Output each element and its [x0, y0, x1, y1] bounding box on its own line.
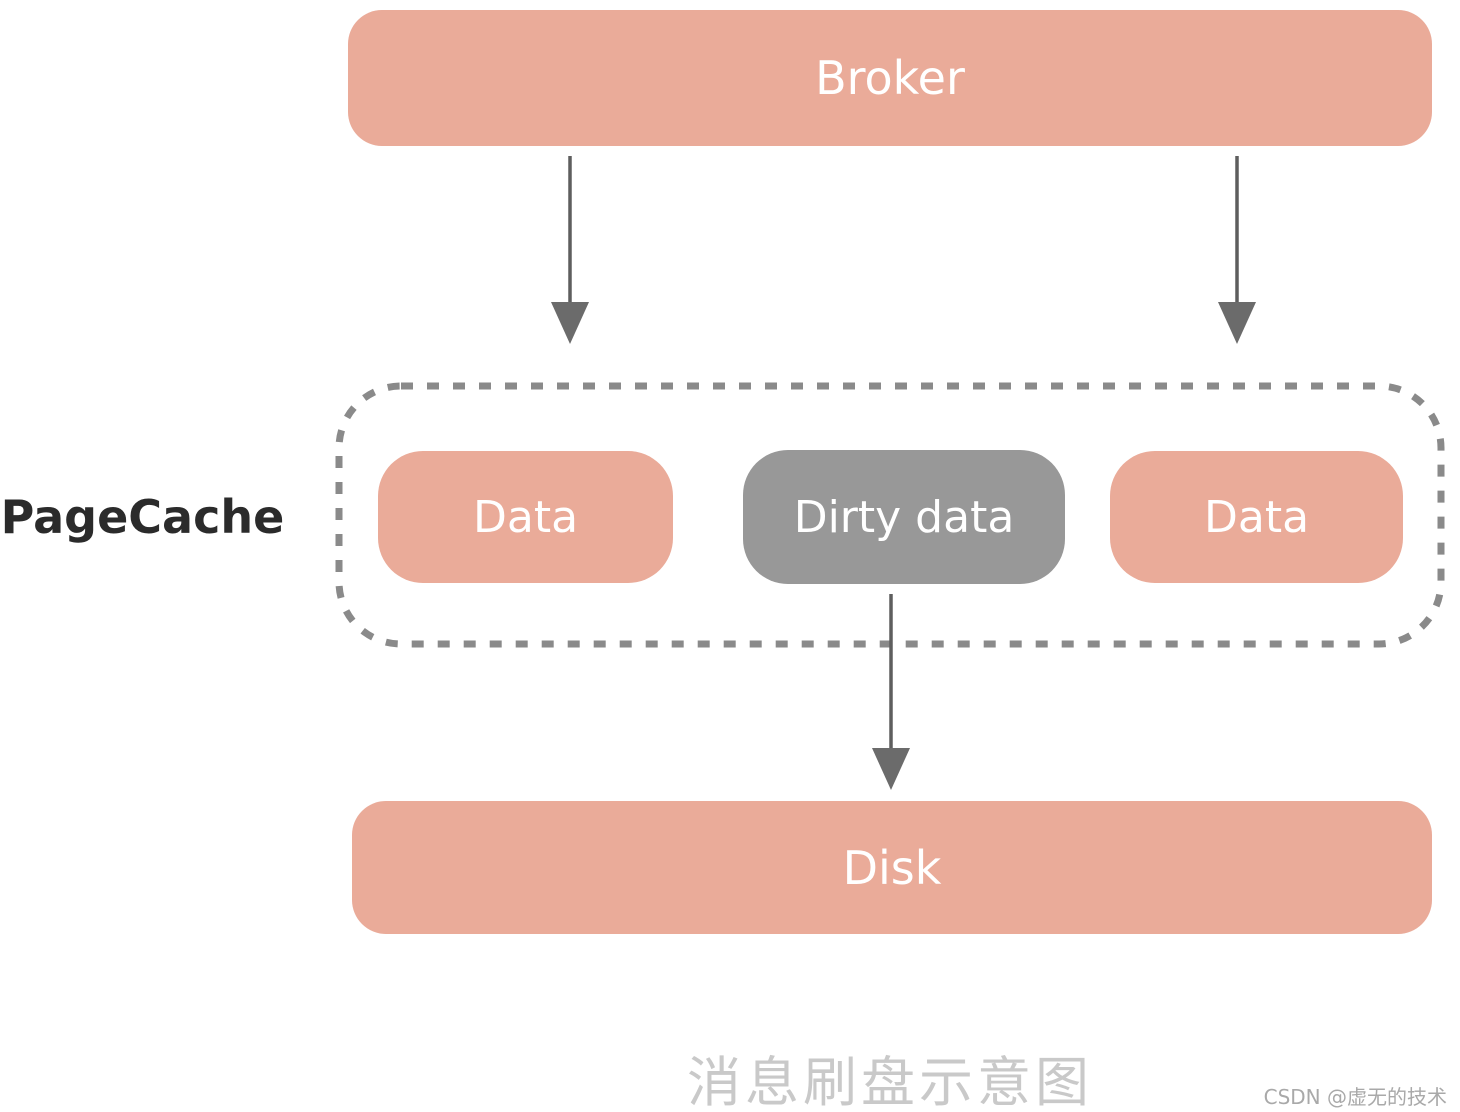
dirty-data-label: Dirty data — [793, 491, 1015, 543]
csdn-watermark: CSDN @虚无的技术 — [1263, 1085, 1447, 1109]
data-label: Data — [472, 491, 579, 543]
broker-box: Broker — [348, 10, 1432, 146]
pagecache-label: PageCache — [0, 490, 285, 544]
arrow-down-icon — [551, 156, 589, 344]
pagecache-container: Data Dirty data Data — [335, 382, 1445, 648]
arrow-down-icon — [1218, 156, 1256, 344]
disk-label: Disk — [842, 840, 942, 895]
broker-label: Broker — [815, 51, 965, 105]
diagram-caption: 消息刷盘示意图 — [687, 1051, 1093, 1112]
arrow-down-icon — [872, 594, 910, 790]
data-box: Data — [378, 451, 673, 583]
dirty-data-box: Dirty data — [743, 450, 1065, 584]
data-label: Data — [1203, 491, 1310, 543]
data-box: Data — [1110, 451, 1403, 583]
disk-box: Disk — [352, 801, 1432, 934]
